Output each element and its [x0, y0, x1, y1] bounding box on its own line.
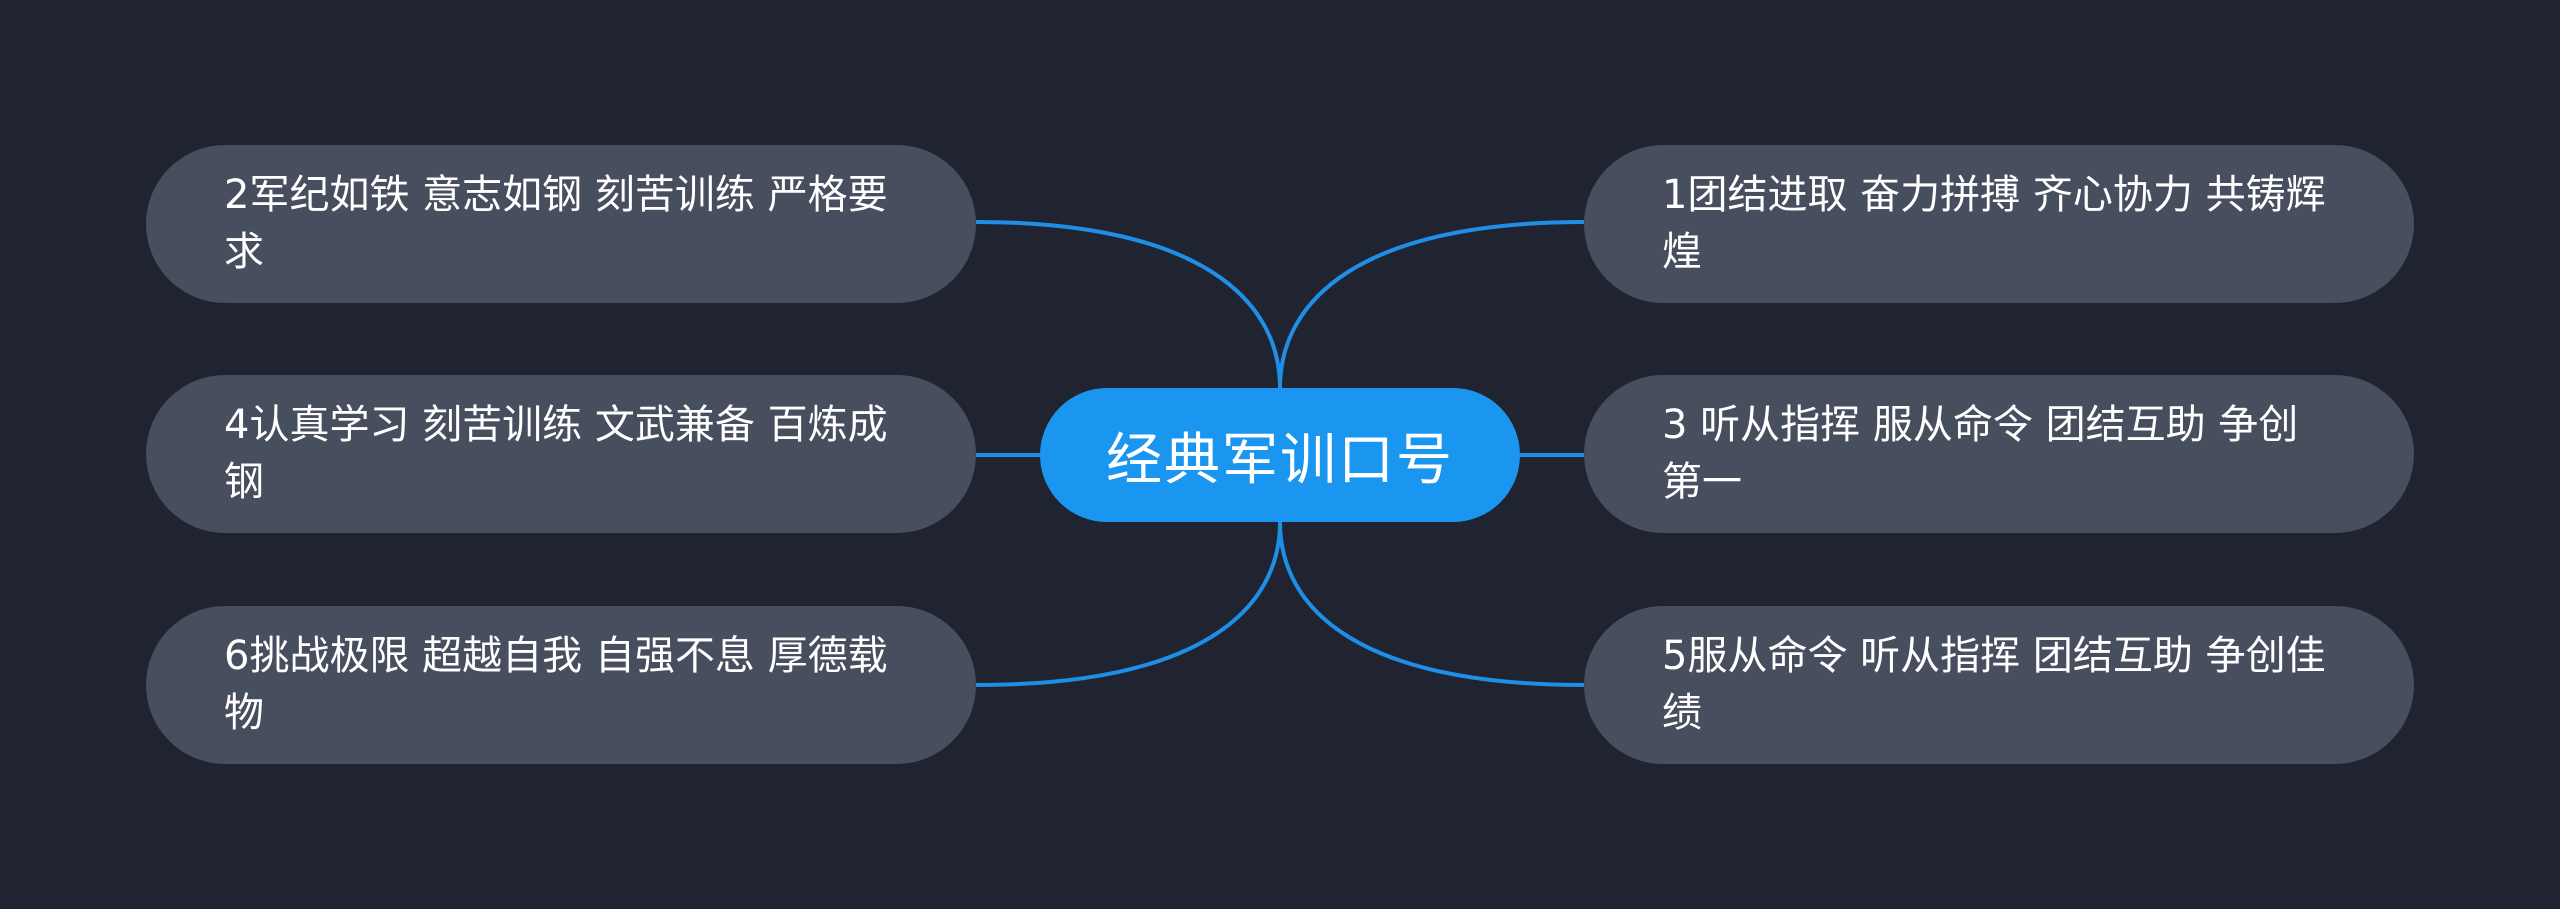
- branch-node-label: 3 听从指挥 服从命令 团结互助 争创第一: [1662, 402, 2299, 505]
- connector-right-1: [1278, 220, 1585, 389]
- branch-node-label: 2军纪如铁 意志如钢 刻苦训练 严格要求: [224, 172, 888, 275]
- central-topic[interactable]: 经典军训口号: [1040, 388, 1520, 522]
- connector-left-3: [975, 521, 1282, 687]
- connector-right-3: [1278, 521, 1585, 687]
- branch-node-label: 6挑战极限 超越自我 自强不息 厚德载物: [224, 633, 888, 736]
- central-topic-label: 经典军训口号: [1106, 427, 1454, 493]
- branch-node-label: 5服从命令 听从指挥 团结互助 争创佳绩: [1662, 633, 2326, 736]
- branch-node-label: 1团结进取 奋力拼搏 齐心协力 共铸辉煌: [1662, 172, 2326, 275]
- branch-node-right-2[interactable]: 3 听从指挥 服从命令 团结互助 争创第一: [1584, 375, 2414, 533]
- branch-node-right-3[interactable]: 5服从命令 听从指挥 团结互助 争创佳绩: [1584, 606, 2414, 764]
- connector-left-1: [975, 220, 1282, 389]
- branch-node-right-1[interactable]: 1团结进取 奋力拼搏 齐心协力 共铸辉煌: [1584, 145, 2414, 303]
- branch-node-left-3[interactable]: 6挑战极限 超越自我 自强不息 厚德载物: [146, 606, 976, 764]
- branch-node-label: 4认真学习 刻苦训练 文武兼备 百炼成钢: [224, 402, 888, 505]
- branch-node-left-2[interactable]: 4认真学习 刻苦训练 文武兼备 百炼成钢: [146, 375, 976, 533]
- branch-node-left-1[interactable]: 2军纪如铁 意志如钢 刻苦训练 严格要求: [146, 145, 976, 303]
